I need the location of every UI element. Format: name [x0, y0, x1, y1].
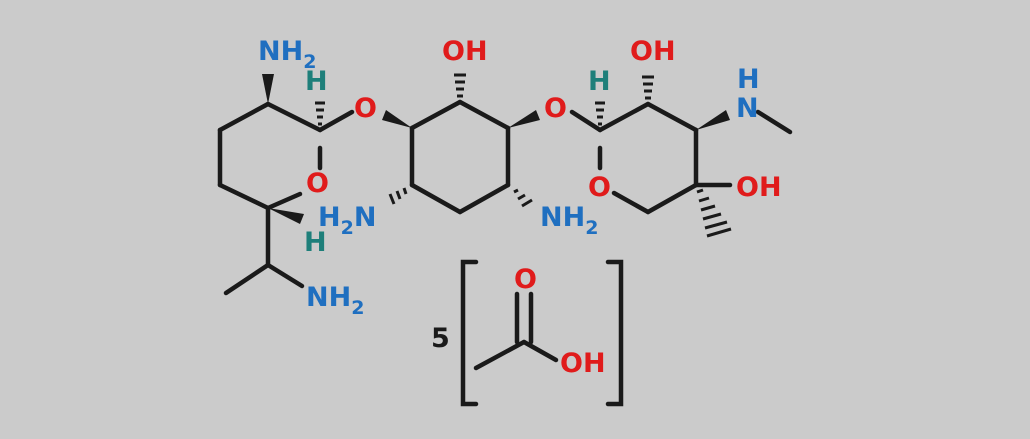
- o-ring-left-label: O: [306, 168, 329, 199]
- nh2-side-chain-label: NH2: [306, 282, 364, 319]
- oh-top-center-label: OH: [442, 36, 488, 67]
- hydroxyl-label: OH: [560, 348, 606, 379]
- oh-right-label: OH: [736, 172, 782, 203]
- h-bottom-left-label: H: [304, 227, 327, 258]
- stereo-hash: [315, 101, 325, 126]
- stereo-wedge: [508, 110, 540, 128]
- stereo-hash: [454, 73, 466, 98]
- center-ring: [382, 73, 540, 215]
- stereo-wedge: [268, 208, 304, 224]
- n-methylamino-label: N: [736, 93, 759, 124]
- h-methylamino-label: H: [737, 64, 760, 95]
- o-link-right-label: O: [544, 93, 567, 124]
- h-right-label: H: [588, 66, 611, 97]
- right-bracket: [605, 259, 624, 407]
- left-bracket: [460, 259, 479, 407]
- stereo-wedge: [382, 110, 412, 128]
- oh-top-right-label: OH: [630, 36, 676, 67]
- atom-labels: NH2 H O O H NH2 OH H2N NH2 O H OH N H OH…: [258, 36, 782, 379]
- stereo-hash: [513, 188, 533, 208]
- stereo-hash: [696, 188, 732, 238]
- h2n-center-left-label: H2N: [318, 202, 376, 239]
- right-ring: [569, 75, 793, 238]
- left-ring: [217, 74, 355, 296]
- stereo-hash: [388, 187, 408, 205]
- nh2-center-right-label: NH2: [540, 202, 598, 239]
- carbonyl-o-label: O: [514, 264, 537, 295]
- h-top-left-label: H: [305, 66, 328, 97]
- stereo-hash: [642, 75, 654, 100]
- multiplier-label: 5: [431, 323, 450, 354]
- acetic-acid: [460, 259, 624, 407]
- stereo-hash: [595, 101, 605, 126]
- stereo-wedge: [696, 110, 730, 130]
- stereo-wedge: [262, 74, 274, 104]
- o-ring-right-label: O: [588, 172, 611, 203]
- nh2-top-left-label: NH2: [258, 36, 316, 73]
- o-link-left-label: O: [354, 93, 377, 124]
